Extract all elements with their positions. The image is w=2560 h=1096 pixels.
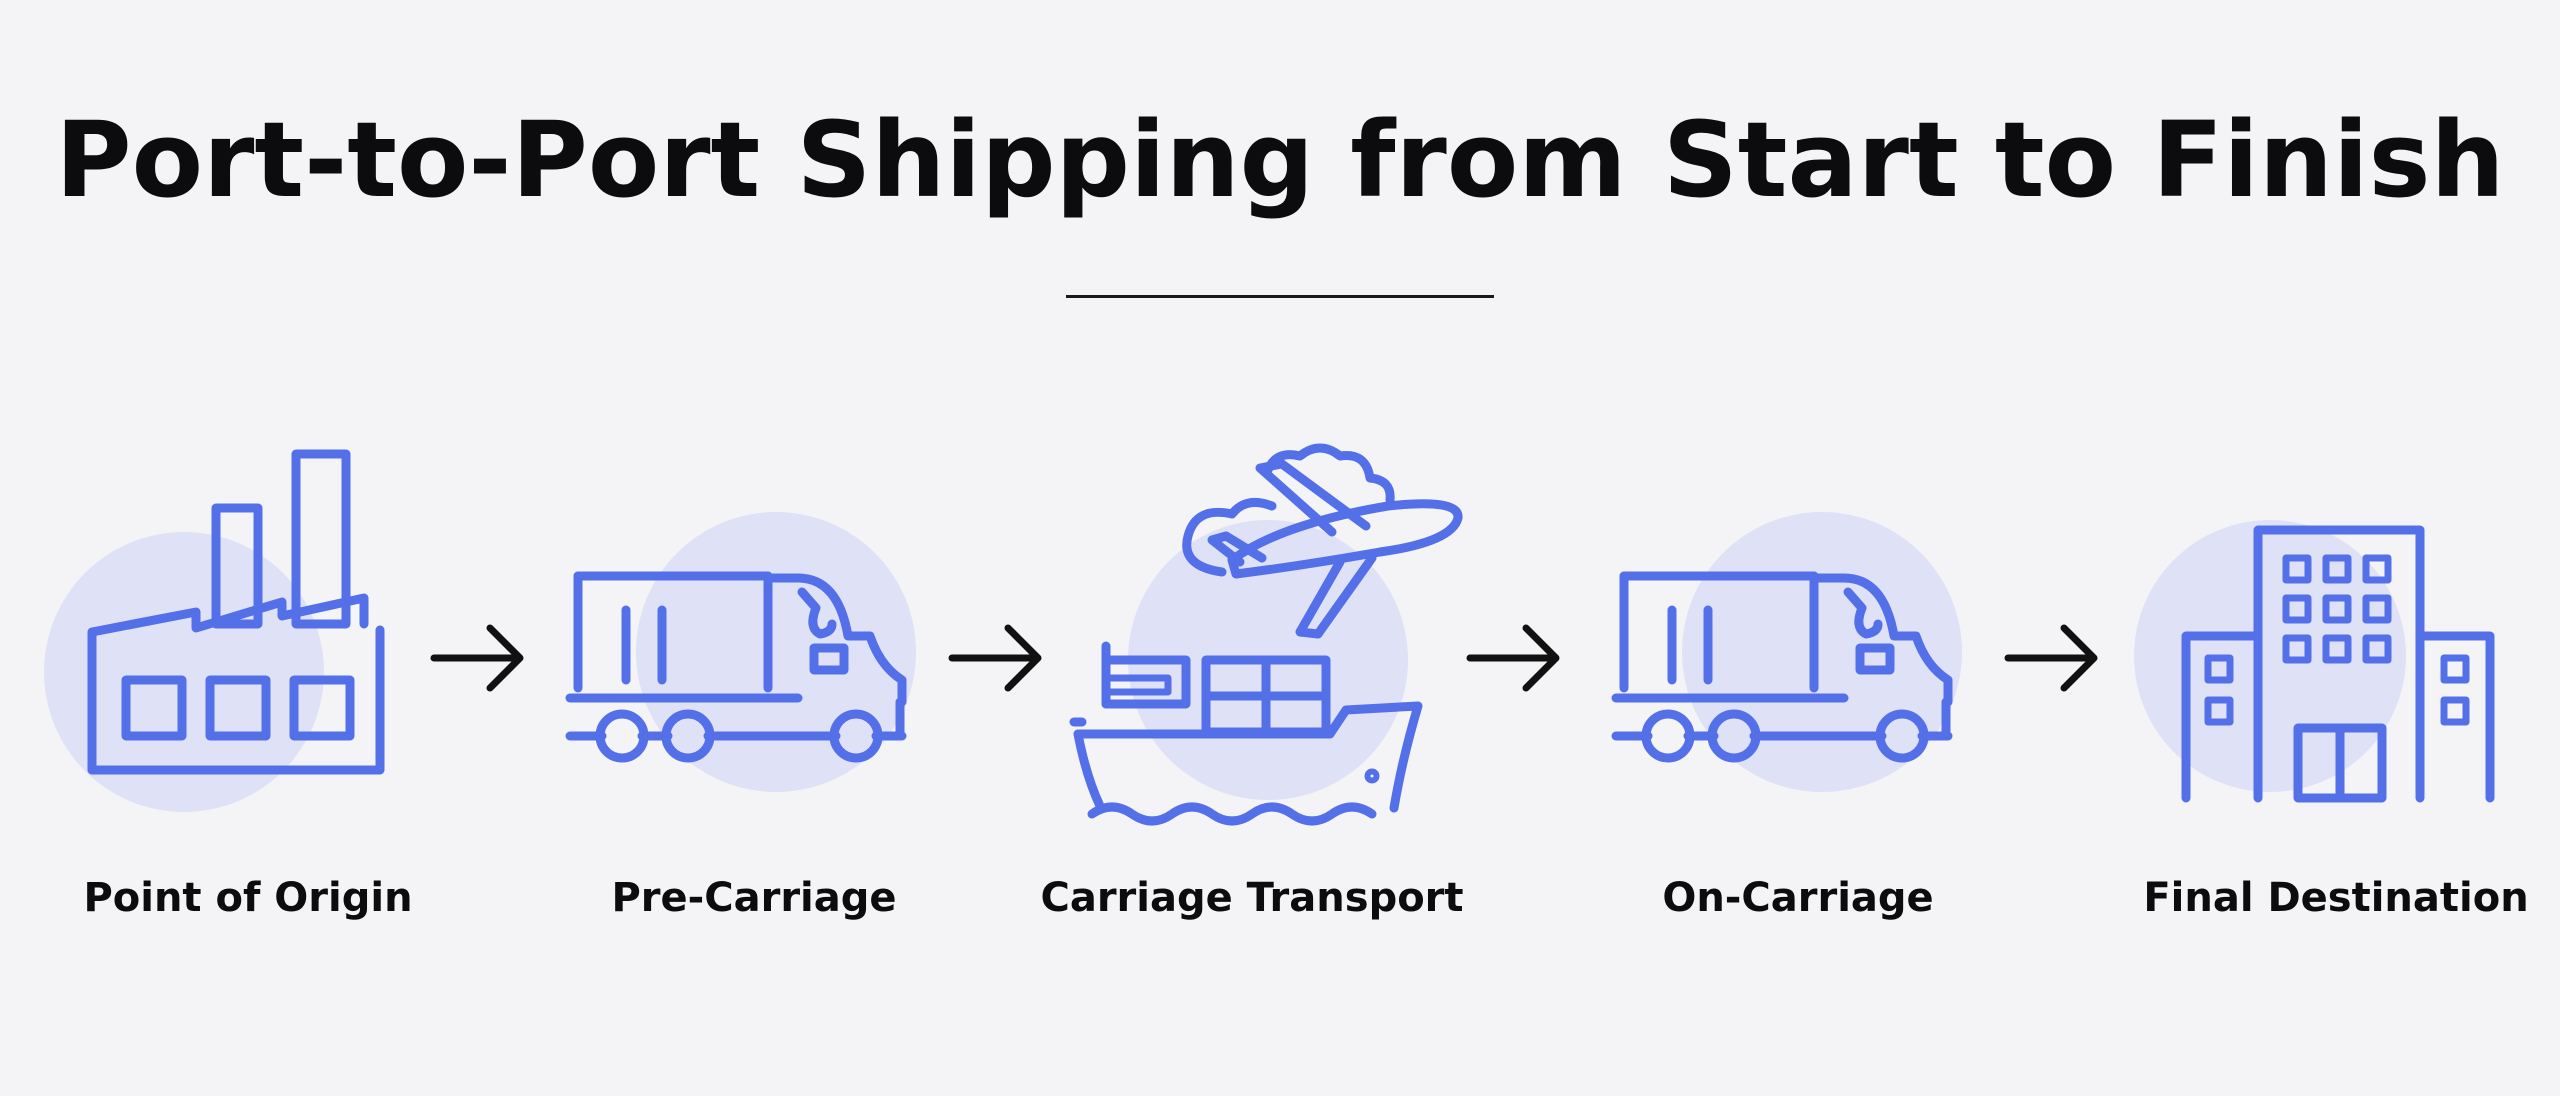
step-final-destination [2134, 520, 2495, 803]
step-carriage-transport [1069, 443, 1463, 826]
step-on-carriage [1616, 512, 1962, 792]
office-building-icon [2181, 525, 2495, 803]
step-label-final-destination: Final Destination [2143, 875, 2529, 921]
step-label-point-of-origin: Point of Origin [83, 875, 413, 921]
ship-and-plane-icon [1069, 443, 1463, 826]
arrow-right-icon [952, 628, 1038, 688]
page-title: Port-to-Port Shipping from Start to Fini… [55, 99, 2505, 221]
title-divider [1066, 295, 1494, 298]
step-point-of-origin [44, 449, 385, 812]
factory-icon [87, 449, 385, 775]
arrow-right-icon [434, 628, 520, 688]
step-label-on-carriage: On-Carriage [1662, 875, 1934, 921]
arrow-right-icon [1470, 628, 1556, 688]
step-label-pre-carriage: Pre-Carriage [611, 875, 897, 921]
step-label-carriage-transport: Carriage Transport [1040, 875, 1464, 921]
step-pre-carriage [570, 512, 916, 792]
arrow-right-icon [2008, 628, 2094, 688]
